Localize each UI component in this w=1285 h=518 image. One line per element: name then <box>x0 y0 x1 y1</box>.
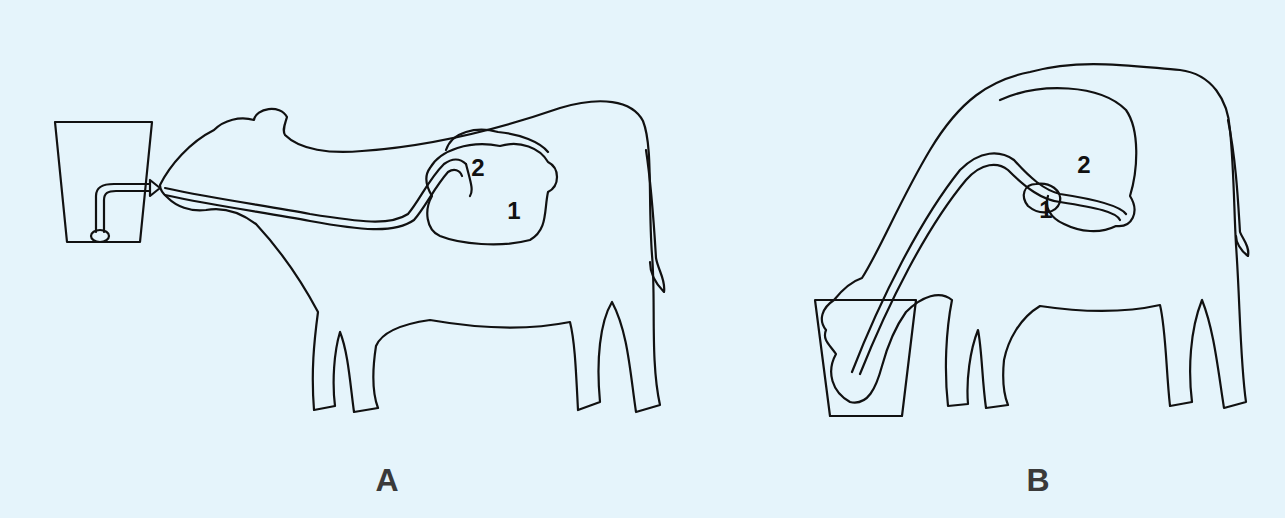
rumen-b <box>1000 88 1136 231</box>
bucket-outline <box>55 122 152 242</box>
callout-number: 1 <box>1039 198 1052 222</box>
panel-letter: B <box>1026 464 1049 496</box>
teat <box>150 180 160 196</box>
esophagus <box>852 153 1126 374</box>
panel-letter: A <box>375 464 398 496</box>
tail <box>646 150 664 292</box>
abomasum-a <box>426 144 557 244</box>
valve <box>91 230 109 242</box>
teat-tube <box>96 184 150 232</box>
calf-outline <box>822 64 1246 408</box>
esophagus <box>165 160 466 230</box>
callout-number: 2 <box>1077 153 1090 177</box>
calf-outline <box>160 101 660 412</box>
rumen-a <box>446 130 548 196</box>
tail <box>1228 120 1248 256</box>
callout-number: 1 <box>507 199 520 223</box>
callout-number: 2 <box>471 156 484 180</box>
